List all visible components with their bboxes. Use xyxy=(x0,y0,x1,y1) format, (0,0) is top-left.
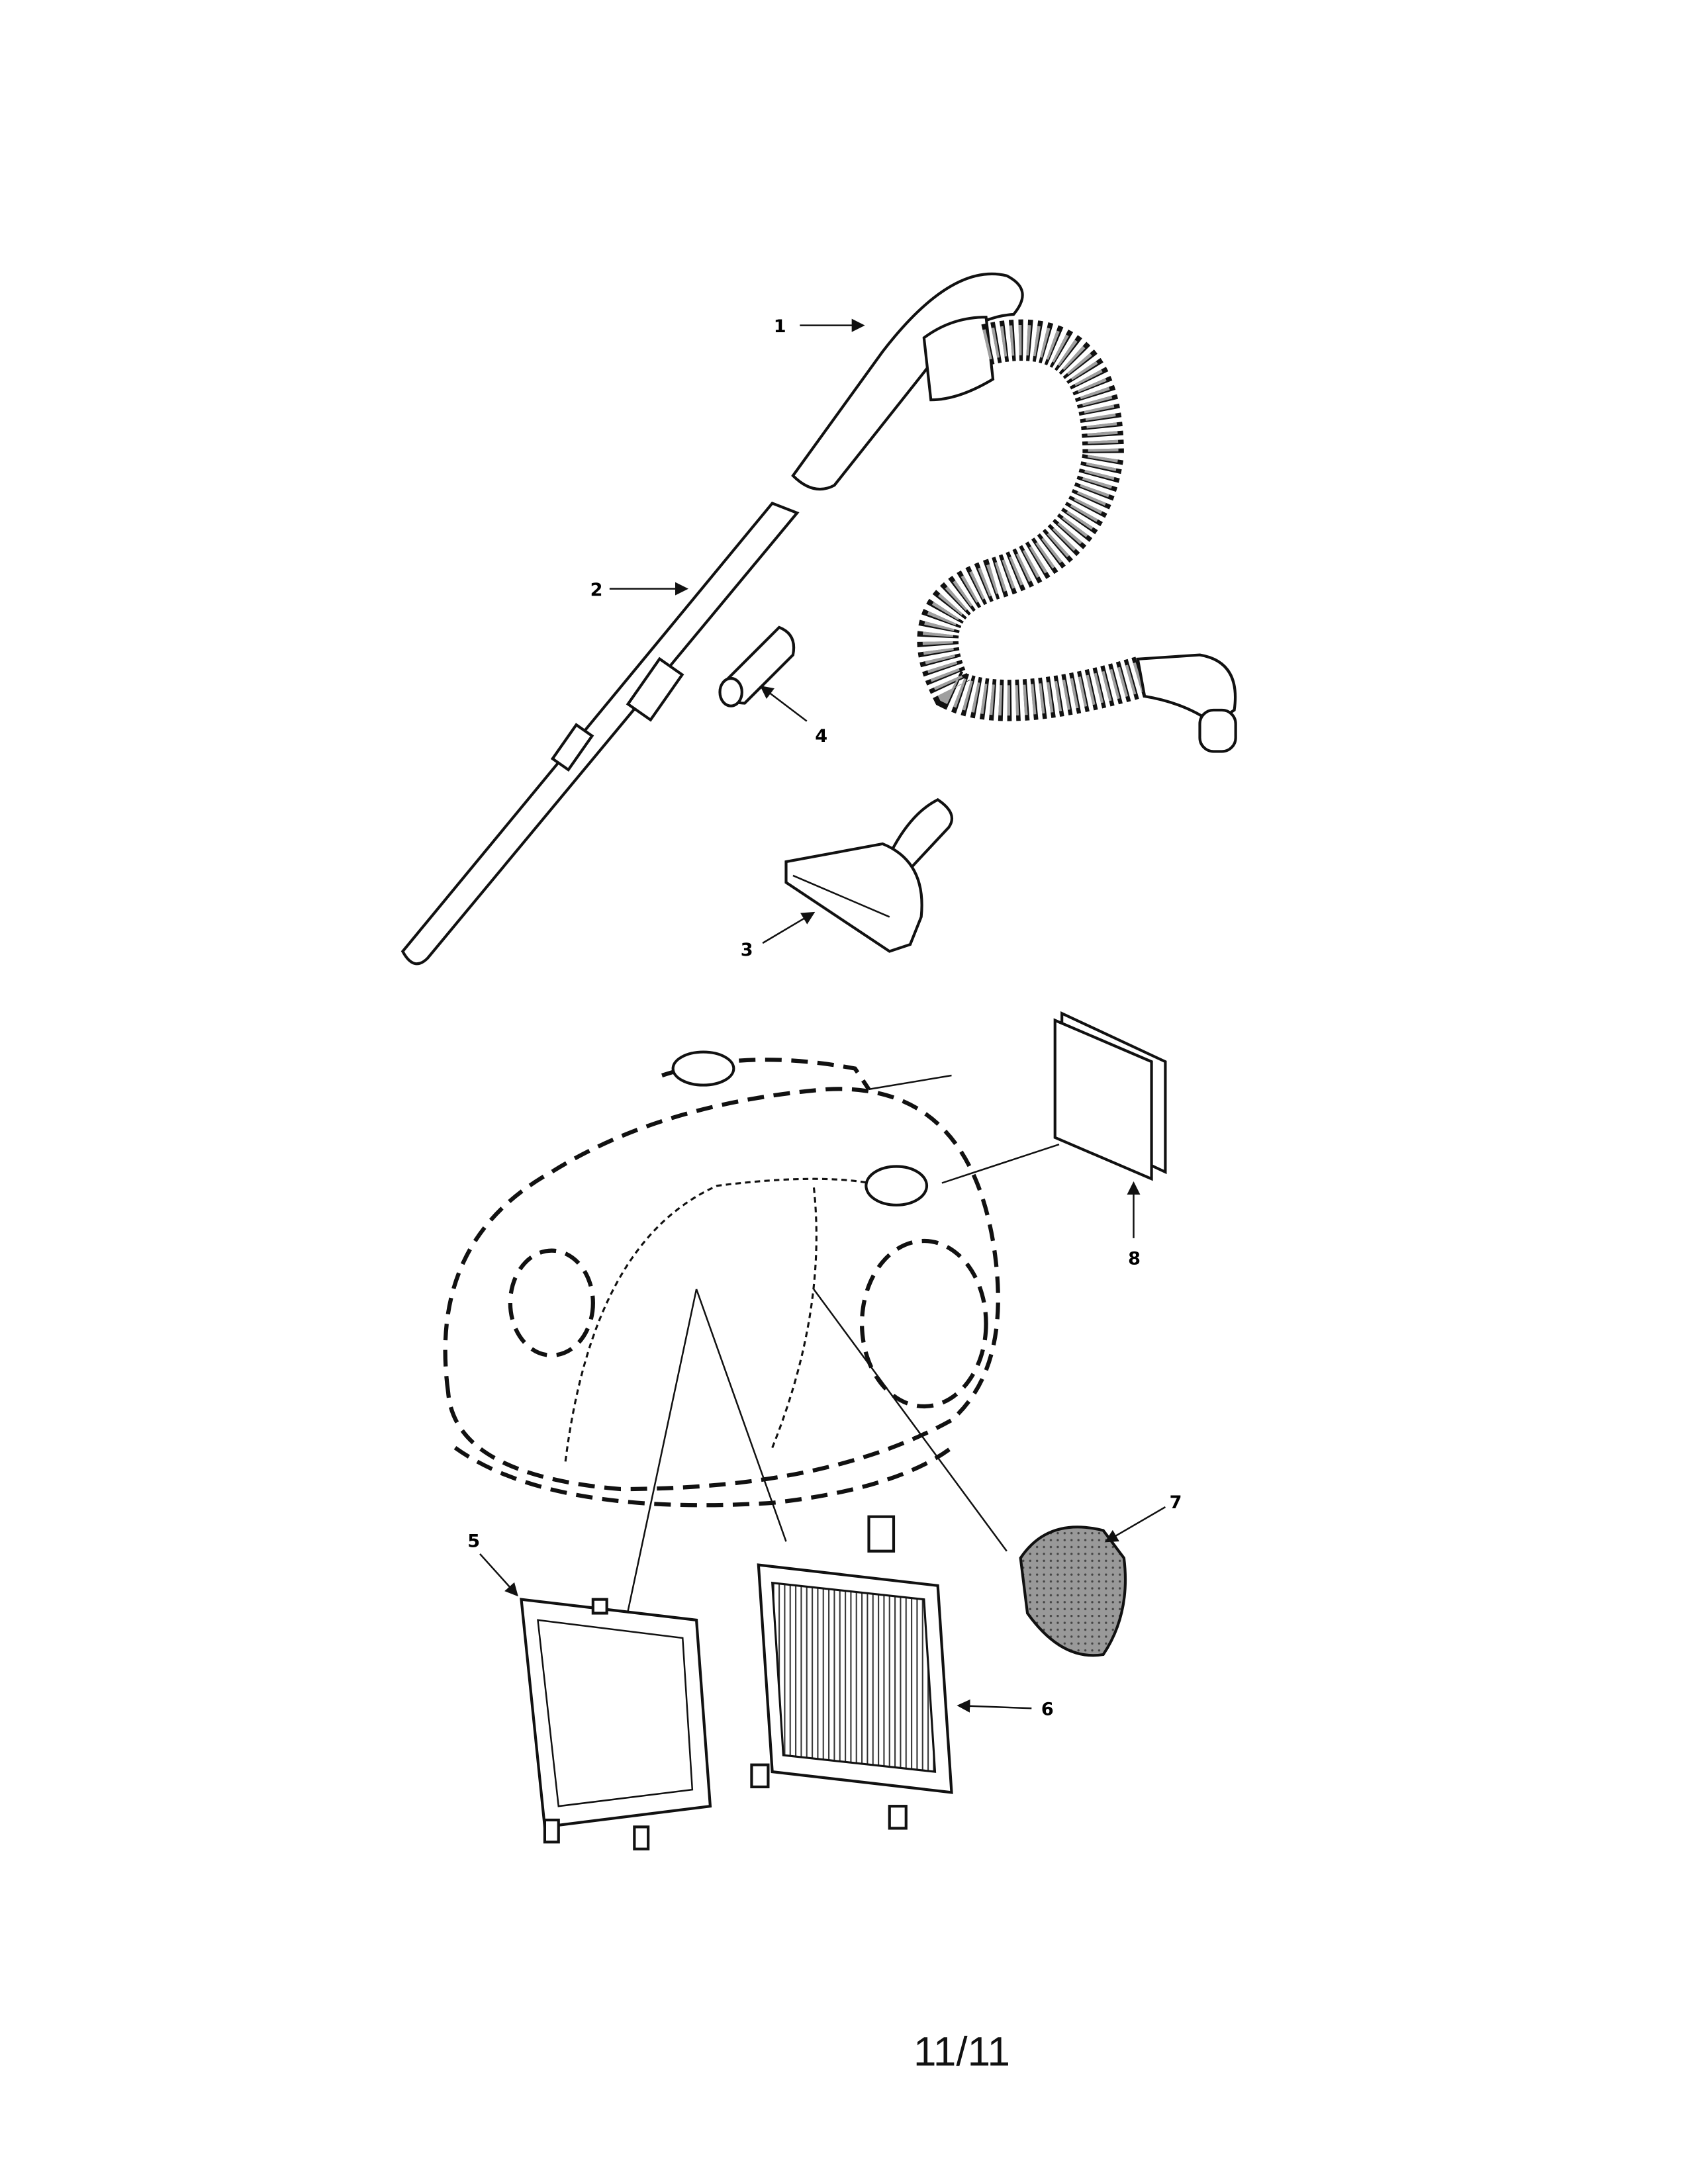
hose-handle xyxy=(791,272,1237,753)
callout-4: 4 xyxy=(815,726,827,747)
callout-2: 2 xyxy=(590,580,603,600)
callout-3: 3 xyxy=(741,940,753,960)
page-number: 11/11 xyxy=(914,2029,1010,2075)
exhaust-filter xyxy=(1053,1011,1167,1181)
filter-frame xyxy=(520,1598,712,1850)
callout-6: 6 xyxy=(1041,1700,1054,1720)
callout-8: 8 xyxy=(1128,1248,1141,1269)
leader-lines xyxy=(479,318,1166,1713)
callout-7: 7 xyxy=(1170,1492,1182,1513)
pleated-filter xyxy=(750,1515,953,1830)
wand xyxy=(400,501,800,966)
crevice-tool xyxy=(718,625,796,707)
foam-filter xyxy=(1019,1525,1127,1657)
floor-brush xyxy=(784,797,953,953)
callout-1: 1 xyxy=(774,316,786,337)
callout-5: 5 xyxy=(467,1531,480,1552)
canister-body xyxy=(443,1050,1000,1508)
